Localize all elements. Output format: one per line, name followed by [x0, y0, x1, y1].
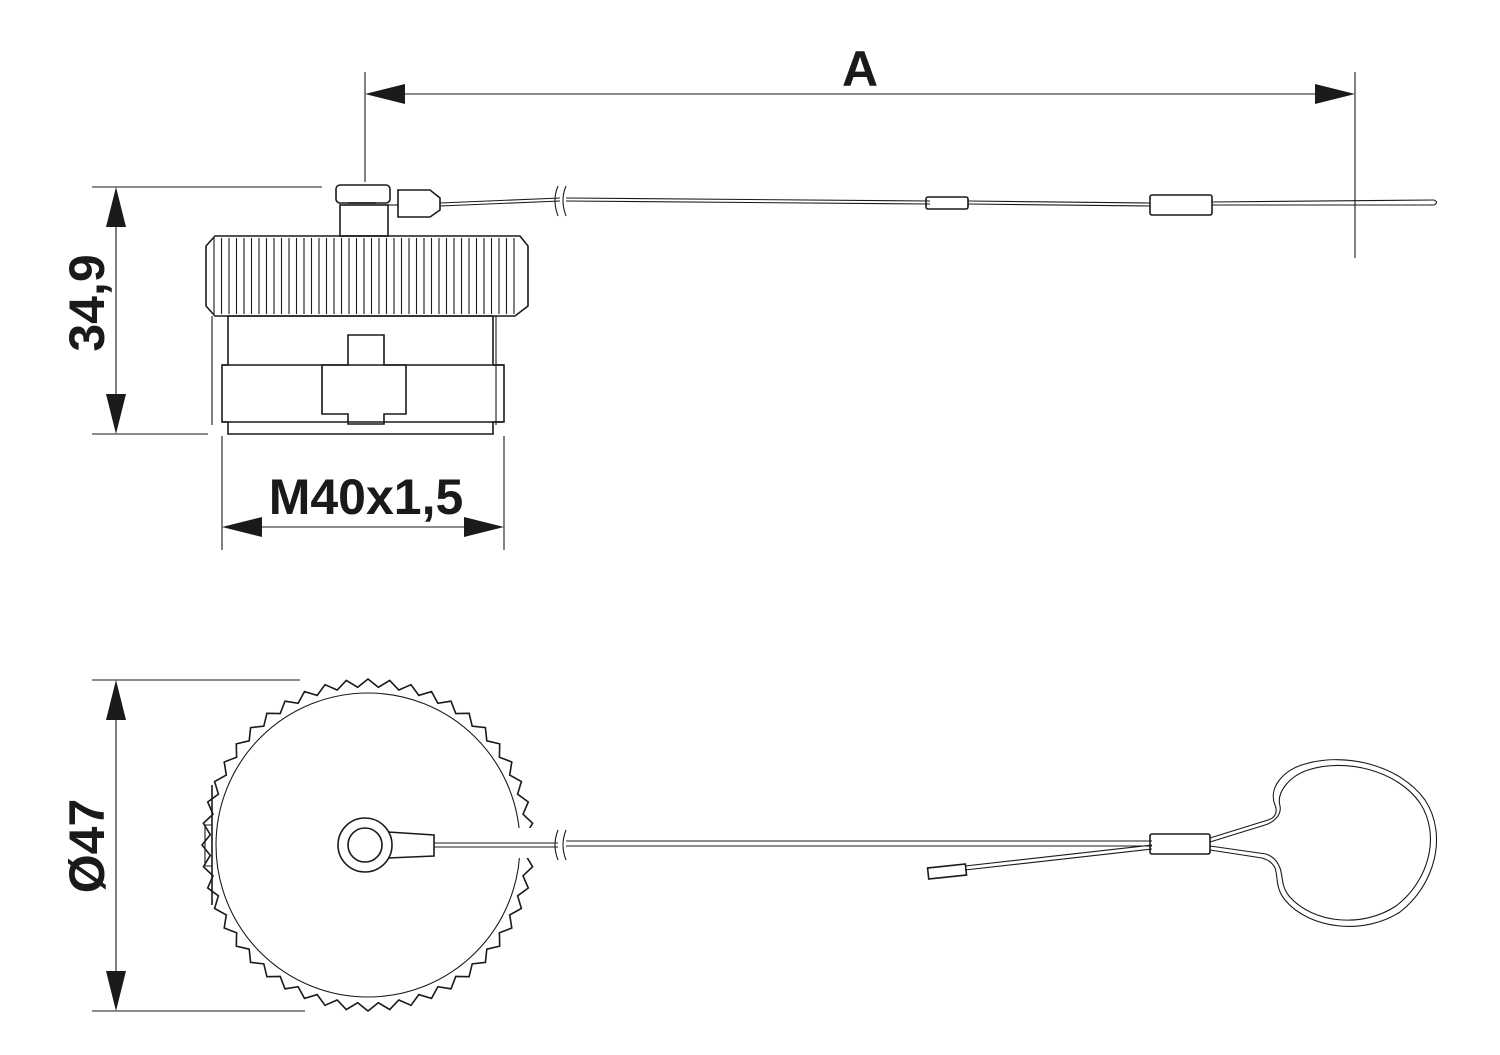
knurled-cap-side — [205, 184, 529, 317]
dimension-thread-label: M40x1,5 — [269, 469, 464, 525]
arrow-head-top — [106, 187, 126, 227]
arrow-head-left — [222, 517, 262, 537]
retaining-cord-side — [439, 185, 1438, 217]
retaining-cord-top — [434, 759, 1438, 927]
dimension-diameter: Ø47 — [59, 679, 305, 1012]
dimension-height-label: 34,9 — [59, 254, 115, 351]
dimension-height: 34,9 — [59, 186, 322, 435]
knurled-cap-top — [200, 677, 558, 1013]
arrow-head-right — [464, 517, 504, 537]
dimension-a-label: A — [842, 41, 878, 97]
arrow-head-bottom — [106, 394, 126, 434]
arrow-head-left — [365, 84, 405, 104]
top-view: Ø47 — [59, 677, 1438, 1013]
arrow-head-right — [1315, 84, 1355, 104]
dimension-a: A — [364, 41, 1356, 258]
side-view: A 34,9 — [59, 41, 1438, 550]
arrow-head-top — [106, 680, 126, 720]
arrow-head-bottom — [106, 971, 126, 1011]
dimension-thread: M40x1,5 — [221, 436, 505, 550]
dimension-diameter-label: Ø47 — [59, 799, 115, 894]
threaded-body-side — [211, 315, 505, 435]
